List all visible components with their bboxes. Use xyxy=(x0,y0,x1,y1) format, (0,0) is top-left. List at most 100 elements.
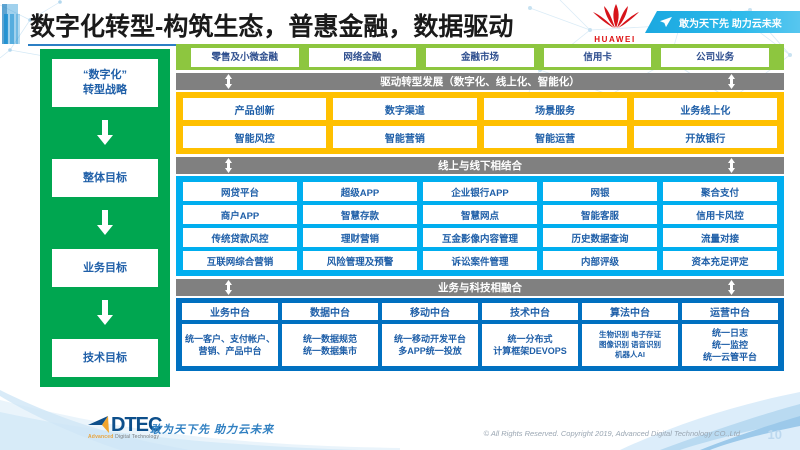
paper-plane-icon xyxy=(660,16,672,28)
oo-cell-wealth-marketing[interactable]: 理财营销 xyxy=(303,228,417,247)
sidebar-item-strategy[interactable]: “数字化” 转型战略 xyxy=(52,59,158,107)
sidebar-item-label: 整体目标 xyxy=(83,171,127,184)
flow-arrow-1 xyxy=(96,107,114,159)
section-header-label: 线上与线下相结合 xyxy=(438,160,522,172)
sidebar-item-label: “数字化” 转型战略 xyxy=(83,69,127,96)
dtec-sublabel-bold: Advanced xyxy=(88,434,114,440)
business-line-credit-card[interactable]: 信用卡 xyxy=(543,47,652,67)
dtec-sublabel-rest: Digital Technology xyxy=(113,434,160,440)
platform-detail-row: 统一客户、支付帐户、营销、产品中台 统一数据规范 统一数据集市 统一移动开发平台… xyxy=(182,324,778,366)
oo-cell-internet-marketing[interactable]: 互联网综合营销 xyxy=(183,251,297,270)
double-arrow-icon xyxy=(728,280,735,295)
drive-row-1: 产品创新 数字渠道 场景服务 业务线上化 xyxy=(183,98,777,120)
flow-arrow-2 xyxy=(96,197,114,249)
drive-panel: 产品创新 数字渠道 场景服务 业务线上化 智能风控 智能营销 智能运营 开放银行 xyxy=(176,92,784,154)
online-offline-panel: 网贷平台 超级APP 企业银行APP 网银 聚合支付 商户APP 智慧存款 智慧… xyxy=(176,176,784,276)
huawei-flower-icon xyxy=(593,4,639,28)
slide-footer: DTEC Advanced Digital Technology 敢为天下先 助… xyxy=(0,390,800,450)
platform-title-business[interactable]: 业务中台 xyxy=(182,303,278,320)
oo-cell-aggregate-payment[interactable]: 聚合支付 xyxy=(663,182,777,201)
drive-row-2: 智能风控 智能营销 智能运营 开放银行 xyxy=(183,126,777,148)
oo-cell-corporate-bank-app[interactable]: 企业银行APP xyxy=(423,182,537,201)
oo-row-4: 互联网综合营销 风险管理及预警 诉讼案件管理 内部评级 资本充足评定 xyxy=(183,251,777,270)
oo-row-2: 商户APP 智慧存款 智慧网点 智能客服 信用卡风控 xyxy=(183,205,777,224)
oo-cell-capital-adequacy[interactable]: 资本充足评定 xyxy=(663,251,777,270)
business-lines-bar: 零售及小微金融 网络金融 金融市场 信用卡 公司业务 xyxy=(176,44,784,70)
business-line-corporate[interactable]: 公司业务 xyxy=(661,47,769,67)
oo-cell-online-lending[interactable]: 网贷平台 xyxy=(183,182,297,201)
section-header-label: 业务与科技相融合 xyxy=(438,282,522,294)
platform-title-row: 业务中台 数据中台 移动中台 技术中台 算法中台 运营中台 xyxy=(182,303,778,320)
sidebar-item-business-goal[interactable]: 业务目标 xyxy=(52,249,158,287)
sidebar-item-label: 业务目标 xyxy=(83,261,127,274)
drive-cell-scenario-service[interactable]: 场景服务 xyxy=(483,98,627,120)
oo-cell-image-content-mgmt[interactable]: 互金影像内容管理 xyxy=(423,228,537,247)
oo-cell-smart-deposit[interactable]: 智慧存款 xyxy=(303,205,417,224)
platform-title-mobile[interactable]: 移动中台 xyxy=(382,303,478,320)
oo-cell-risk-mgmt-warning[interactable]: 风险管理及预警 xyxy=(303,251,417,270)
flow-arrow-3 xyxy=(96,287,114,339)
page-number: 10 xyxy=(767,427,782,442)
platform-panel: 业务中台 数据中台 移动中台 技术中台 算法中台 运营中台 统一客户、支付帐户、… xyxy=(176,298,784,371)
section-header-online-offline: 线上与线下相结合 xyxy=(176,157,784,174)
platform-detail-tech[interactable]: 统一分布式 计算框架DEVOPS xyxy=(482,324,578,366)
drive-cell-smart-marketing[interactable]: 智能营销 xyxy=(333,126,477,148)
diagram-stage: “数字化” 转型战略 整体目标 业务目标 技术目标 xyxy=(0,44,800,399)
header-tagline-banner: 敢为天下先 助力云未来 xyxy=(645,11,800,33)
title-accent-bars xyxy=(4,14,26,44)
platform-detail-algorithm[interactable]: 生物识别 电子存证 图像识别 语音识别 机器人AI xyxy=(582,324,678,366)
drive-cell-digital-channel[interactable]: 数字渠道 xyxy=(333,98,477,120)
copyright-text: © All Rights Reserved. Copyright 2019, A… xyxy=(483,429,741,438)
oo-cell-smart-branch[interactable]: 智慧网点 xyxy=(423,205,537,224)
platform-title-algorithm[interactable]: 算法中台 xyxy=(582,303,678,320)
oo-cell-traffic-docking[interactable]: 流量对接 xyxy=(663,228,777,247)
drive-cell-smart-risk[interactable]: 智能风控 xyxy=(183,126,327,148)
section-header-label: 驱动转型发展（数字化、线上化、智能化） xyxy=(380,76,580,88)
drive-cell-open-banking[interactable]: 开放银行 xyxy=(633,126,777,148)
business-line-internet-finance[interactable]: 网络金融 xyxy=(308,47,417,67)
double-arrow-icon xyxy=(728,158,735,173)
page-title: 数字化转型-构筑生态，普惠金融，数据驱动 xyxy=(30,13,514,41)
sidebar-item-tech-goal[interactable]: 技术目标 xyxy=(52,339,158,377)
drive-cell-business-online[interactable]: 业务线上化 xyxy=(633,98,777,120)
double-arrow-icon xyxy=(225,158,232,173)
platform-detail-mobile[interactable]: 统一移动开发平台 多APP统一投放 xyxy=(382,324,478,366)
dtec-wordmark: DTEC xyxy=(111,414,162,436)
huawei-wordmark: HUAWEI xyxy=(594,35,636,44)
double-arrow-icon xyxy=(728,74,735,89)
platform-title-data[interactable]: 数据中台 xyxy=(282,303,378,320)
huawei-logo: HUAWEI xyxy=(586,3,644,45)
oo-cell-credit-card-risk[interactable]: 信用卡风控 xyxy=(663,205,777,224)
drive-cell-product-innovation[interactable]: 产品创新 xyxy=(183,98,327,120)
oo-cell-internal-rating[interactable]: 内部评级 xyxy=(543,251,657,270)
dtec-logo: DTEC Advanced Digital Technology xyxy=(88,415,180,440)
platform-title-tech[interactable]: 技术中台 xyxy=(482,303,578,320)
business-line-financial-market[interactable]: 金融市场 xyxy=(426,47,534,67)
oo-row-3: 传统贷款风控 理财营销 互金影像内容管理 历史数据查询 流量对接 xyxy=(183,228,777,247)
oo-cell-merchant-app[interactable]: 商户APP xyxy=(183,205,297,224)
oo-cell-traditional-loan-risk[interactable]: 传统贷款风控 xyxy=(183,228,297,247)
platform-title-operation[interactable]: 运营中台 xyxy=(682,303,778,320)
sidebar-item-label: 技术目标 xyxy=(83,351,127,364)
section-header-platform: 业务与科技相融合 xyxy=(176,279,784,296)
platform-detail-operation[interactable]: 统一日志 统一监控 统一云管平台 xyxy=(682,324,778,366)
oo-cell-ebank[interactable]: 网银 xyxy=(543,182,657,201)
oo-cell-super-app[interactable]: 超级APP xyxy=(303,182,417,201)
dtec-sublabel: Advanced Digital Technology xyxy=(88,434,180,440)
oo-cell-litigation-mgmt[interactable]: 诉讼案件管理 xyxy=(423,251,537,270)
platform-detail-business[interactable]: 统一客户、支付帐户、营销、产品中台 xyxy=(182,324,278,366)
oo-cell-smart-service[interactable]: 智能客服 xyxy=(543,205,657,224)
double-arrow-icon xyxy=(225,280,232,295)
header-tagline-text: 敢为天下先 助力云未来 xyxy=(679,18,782,30)
footer-tagline: 敢为天下先 助力云未来 xyxy=(150,424,275,436)
platform-detail-data[interactable]: 统一数据规范 统一数据集市 xyxy=(282,324,378,366)
double-arrow-icon xyxy=(225,74,232,89)
oo-cell-history-query[interactable]: 历史数据查询 xyxy=(543,228,657,247)
sidebar-item-overall-goal[interactable]: 整体目标 xyxy=(52,159,158,197)
strategy-flow-column: “数字化” 转型战略 整体目标 业务目标 技术目标 xyxy=(40,49,170,387)
business-line-retail[interactable]: 零售及小微金融 xyxy=(191,47,299,67)
layers-column: 零售及小微金融 网络金融 金融市场 信用卡 公司业务 驱动转型发展（数字化、线上… xyxy=(176,44,784,392)
section-header-drive: 驱动转型发展（数字化、线上化、智能化） xyxy=(176,73,784,90)
drive-cell-smart-operation[interactable]: 智能运营 xyxy=(483,126,627,148)
